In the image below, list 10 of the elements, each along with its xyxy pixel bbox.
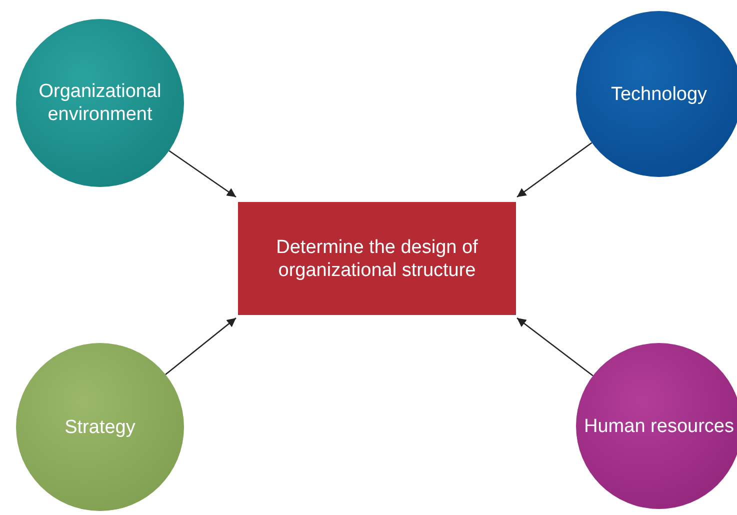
node-label: Strategy — [64, 416, 136, 438]
arrow — [516, 142, 592, 198]
arrow — [168, 150, 236, 198]
node-label: Determine the design of organizational structure — [275, 236, 479, 282]
arrow — [516, 317, 594, 376]
node-label: Organizational environment — [38, 80, 162, 126]
node-label: Technology — [610, 82, 708, 106]
process-box — [238, 202, 516, 315]
node-label: Human resources — [584, 414, 734, 438]
arrow — [165, 318, 236, 375]
